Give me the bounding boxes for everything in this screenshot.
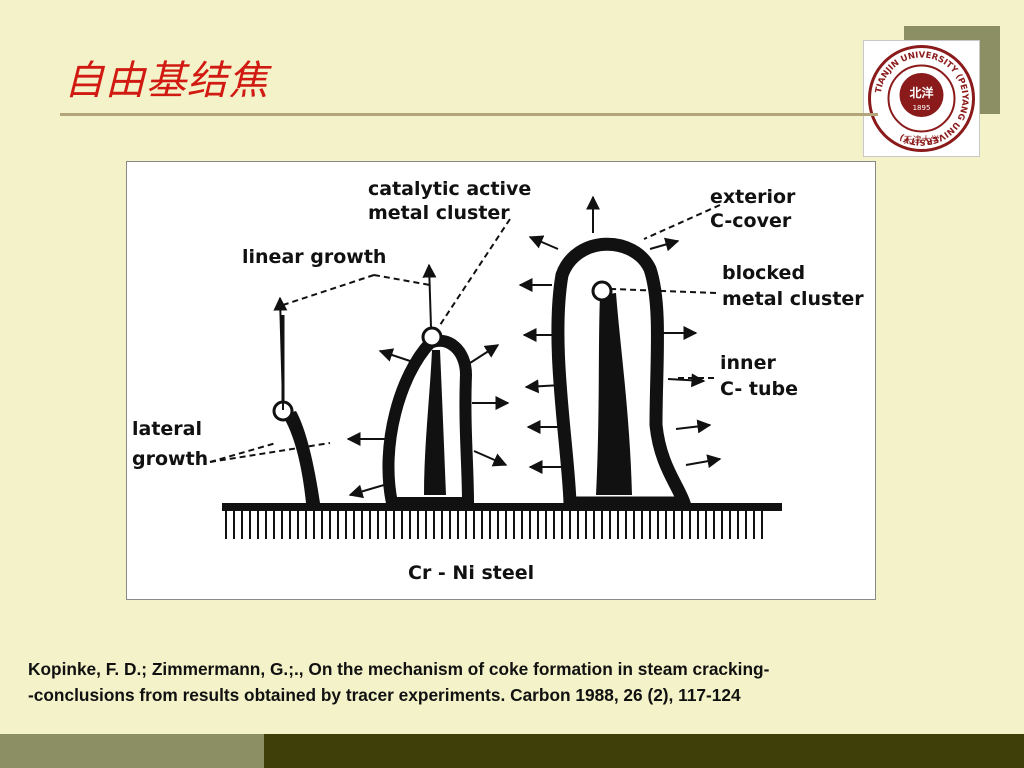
university-logo: TIANJIN UNIVERSITY (PEIYANG UNIVERSITY) … [863,40,980,157]
label-exterior-line2: C-cover [710,210,792,232]
leader-lines [209,204,721,463]
coke-diagram: catalytic active metal cluster linear gr… [132,178,864,584]
label-inner-line2: C- tube [720,378,798,400]
label-lateral-line2: growth [132,448,208,470]
label-catalytic-line1: catalytic active [368,178,531,200]
filament-large [518,195,722,510]
citation-caption: Kopinke, F. D.; Zimmermann, G.;., On the… [28,659,770,705]
logo-center-text: 北洋 [909,85,933,100]
label-exterior-line1: exterior [710,186,796,208]
label-blocked-line2: metal cluster [722,288,864,310]
label-linear-growth: linear growth [242,246,386,268]
slide-title: 自由基结焦 [64,58,269,104]
title-divider [60,113,878,116]
filament-small [272,296,320,503]
university-seal-icon: TIANJIN UNIVERSITY (PEIYANG UNIVERSITY) … [868,45,975,152]
logo-bottom-text: 天津大学 [903,134,939,146]
steel-surface [222,503,782,539]
coke-formation-figure: catalytic active metal cluster linear gr… [126,161,876,600]
footer-accent [0,734,264,768]
label-catalytic-line2: metal cluster [368,202,510,224]
label-inner-line1: inner [720,352,776,374]
filament-middle [346,263,510,509]
label-lateral-line1: lateral [132,418,202,440]
logo-year: 1895 [913,104,931,112]
label-steel: Cr - Ni steel [408,562,534,584]
label-blocked-line1: blocked [722,262,805,284]
